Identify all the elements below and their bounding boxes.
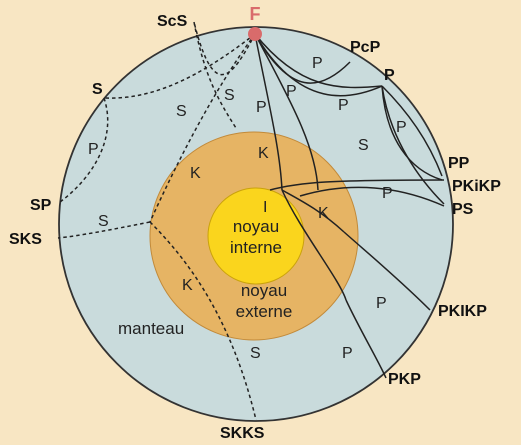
ray-P [254,33,383,97]
phase-label-SP: SP [30,197,52,214]
segment-labels: S S S S S P P P P P P P P P K K K K I [88,55,407,362]
phase-label-SKS: SKS [9,231,42,248]
ray-S [103,33,256,99]
segment-K-4: K [182,277,193,294]
ray-K-inner [281,189,347,301]
ray-PKIKP [343,231,431,311]
ray-SKKS-down [149,221,257,421]
outer-core-label-2: externe [236,302,293,321]
segment-P-6: P [396,119,407,136]
s-wave-rays [57,21,257,421]
inner-core-label-1: noyau [233,217,279,236]
segment-P-5: P [338,97,349,114]
segment-K-2: K [258,145,269,162]
ray-PP-1 [254,33,383,89]
segment-S-1: S [176,103,187,120]
segment-P-3: P [286,83,297,100]
phase-label-PP: PP [448,155,470,172]
phase-label-PKiKP: PKiKP [452,178,501,195]
outer-core-label-1: noyau [241,281,287,300]
ray-SKS-mantle [149,33,256,223]
segment-S-2: S [224,87,235,104]
phase-label-ScS: ScS [157,13,188,30]
segment-K-3: K [318,205,329,222]
source-point [248,27,262,41]
segment-P-8: P [376,295,387,312]
segment-P-9: P [342,345,353,362]
mantle-label: manteau [118,319,184,338]
ray-PP-2 [381,85,443,177]
segment-P-7: P [382,185,393,202]
ray-ScS [193,21,256,76]
phase-label-PKP: PKP [388,371,421,388]
segment-S-4: S [358,137,369,154]
phase-label-P: P [384,67,395,84]
inner-core-label-2: interne [230,238,282,257]
phase-label-PcP: PcP [350,39,381,56]
segment-P-4: P [312,55,323,72]
segment-S-3: S [98,213,109,230]
phase-label-S: S [92,81,103,98]
ray-ScS-left [193,21,237,129]
ray-core-top [269,179,445,191]
ray-PS [381,85,445,205]
ray-PKP [345,299,387,379]
phase-label-PS: PS [452,201,474,218]
phase-labels: ScS S SP SKS SKKS PcP P PP PKiKP PS PKIK… [9,13,501,442]
segment-I-1: I [263,199,267,216]
inner-core-layer [207,187,305,285]
ray-P-core-1 [254,33,283,191]
ray-SP-S [59,97,109,203]
ray-PKiKP [381,85,443,181]
segment-P-2: P [256,99,267,116]
ray-P-core-2 [254,33,319,191]
phase-label-SKKS: SKKS [220,425,265,442]
ray-PKP-in [281,189,345,233]
segment-K-1: K [190,165,201,182]
ray-SKS-left [57,221,151,239]
segment-P-1: P [88,141,99,158]
segment-S-5: S [250,345,261,362]
source-label: F [250,4,261,24]
phase-label-PKIKP: PKIKP [438,303,487,320]
ray-core-to-PS [299,186,445,207]
p-wave-rays [254,33,445,379]
